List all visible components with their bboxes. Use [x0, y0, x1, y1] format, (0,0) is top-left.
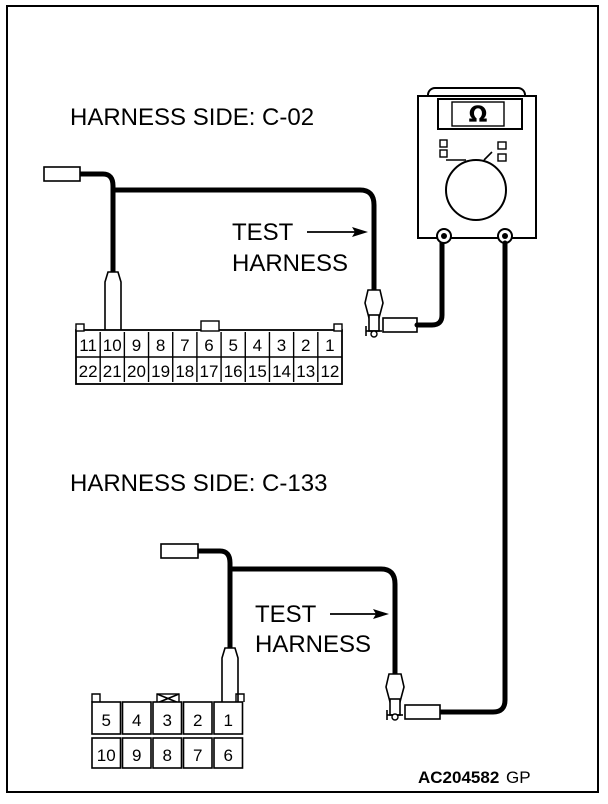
pin-cell	[182, 701, 213, 735]
ohm-symbol: Ω	[469, 103, 488, 128]
test-label-lower: TEST	[255, 601, 317, 628]
pin-cell	[91, 701, 122, 735]
pin-label: 13	[296, 362, 315, 381]
pin-label: 9	[132, 336, 141, 355]
test-harness-wire-lower	[195, 548, 233, 653]
pin-label: 1	[224, 711, 233, 730]
pin-label: 9	[132, 746, 141, 765]
pin-cell	[152, 701, 183, 735]
pin-label: 3	[277, 336, 286, 355]
pin-cell	[121, 737, 152, 769]
harness-label-lower: HARNESS	[255, 631, 371, 658]
pin-label: 8	[163, 746, 172, 765]
probe-upper	[104, 271, 122, 334]
pin-cell	[213, 701, 244, 735]
pin-label: 16	[224, 362, 243, 381]
figure-code-suffix: GP	[506, 768, 531, 787]
arrow-upper	[307, 227, 368, 237]
pin-cell	[152, 737, 183, 769]
harness-plug-lower	[160, 543, 199, 559]
meter-lead-lower	[437, 240, 508, 715]
pin-label: 6	[224, 746, 233, 765]
pin-label: 20	[127, 362, 146, 381]
pin-label: 15	[248, 362, 267, 381]
pin-label: 6	[204, 336, 213, 355]
pin-label: 7	[180, 336, 189, 355]
connector-c133: 5 4 3 2 1 10 9 8 7 6	[91, 693, 245, 769]
test-label-upper: TEST	[232, 219, 294, 246]
pin-label: 7	[193, 746, 202, 765]
pin-label: 22	[79, 362, 98, 381]
pin-cell	[213, 737, 244, 769]
harness-label-upper: HARNESS	[232, 250, 348, 277]
figure-frame	[6, 5, 599, 793]
pin-label: 5	[102, 711, 111, 730]
meter-lead-upper	[414, 237, 445, 328]
pin-label: 17	[200, 362, 219, 381]
harness-plug-upper	[43, 166, 81, 182]
pin-label: 2	[193, 711, 202, 730]
clip-lower	[385, 673, 405, 721]
pin-label: 10	[97, 746, 116, 765]
pin-label: 4	[253, 336, 262, 355]
pin-label: 18	[175, 362, 194, 381]
pin-label: 8	[156, 336, 165, 355]
pin-label: 2	[301, 336, 310, 355]
pin-cell	[91, 737, 122, 769]
pin-label: 11	[79, 336, 97, 355]
pin-label: 19	[151, 362, 170, 381]
pin-label: 21	[103, 362, 122, 381]
pin-label: 12	[320, 362, 339, 381]
clip-upper	[364, 289, 384, 338]
pin-label: 5	[228, 336, 237, 355]
pin-label: 4	[132, 711, 141, 730]
test-harness-wire-upper	[77, 171, 116, 278]
pin-label: 1	[325, 336, 334, 355]
ohmmeter: Ω	[417, 87, 537, 244]
meter-lead-plug-lower	[404, 704, 441, 720]
pin-cell	[182, 737, 213, 769]
arrow-lower	[330, 609, 389, 619]
harness-side-c02-label: HARNESS SIDE: C-02	[70, 104, 314, 131]
harness-side-c133-label: HARNESS SIDE: C-133	[70, 470, 327, 497]
pin-label: 3	[163, 711, 172, 730]
meter-lead-plug-upper	[382, 317, 418, 333]
pin-label: 14	[272, 362, 291, 381]
figure-code-number: AC204582	[418, 768, 499, 787]
pin-cell	[121, 701, 152, 735]
pin-label: 10	[103, 336, 122, 355]
meter-dial	[445, 159, 507, 221]
figure-code: AC204582 GP	[418, 768, 531, 787]
